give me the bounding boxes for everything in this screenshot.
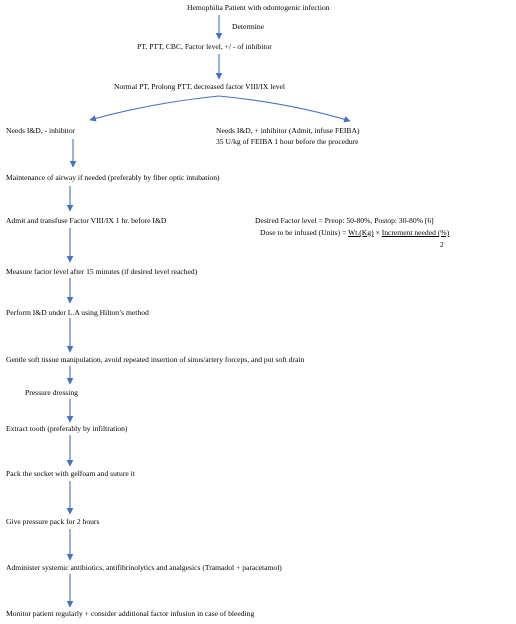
node-monitor: Monitor patient regularly + consider add… bbox=[6, 609, 255, 618]
formula-denominator: 2 bbox=[440, 240, 444, 249]
node-pressure-dressing: Pressure dressing bbox=[25, 388, 78, 397]
node-airway: Maintenance of airway if needed (prefera… bbox=[6, 173, 220, 182]
formula-desired-level: Desired Factor level = Preop: 50-80%, Po… bbox=[255, 216, 434, 225]
formula-dose-prefix: Dose to be infused (Units) = bbox=[260, 228, 349, 237]
node-branch-no-inhibitor: Needs I&D, - inhibitor bbox=[6, 126, 76, 135]
formula-dose-increment: Increment needed (%) bbox=[381, 228, 450, 237]
node-extract: Extract tooth (preferably by infiltratio… bbox=[6, 424, 128, 433]
node-administer: Administer systemic antibiotics, antifib… bbox=[6, 563, 282, 572]
node-result: Normal PT, Prolong PTT, decreased factor… bbox=[114, 82, 286, 91]
arrow-result-to-branch-left bbox=[89, 95, 220, 122]
node-perform: Perform I&D under L.A using Hilton’s met… bbox=[6, 308, 149, 317]
node-measure: Measure factor level after 15 minutes (i… bbox=[6, 267, 198, 276]
node-gentle: Gentle soft tissue manipulation, avoid r… bbox=[6, 355, 305, 364]
node-tests: PT, PTT, CBC, Factor level, +/ - of inhi… bbox=[137, 42, 272, 51]
node-start: Hemophilia Patient with odontogenic infe… bbox=[187, 3, 330, 12]
formula-dose-weight: Wt.(Kg) bbox=[348, 228, 374, 237]
node-pack: Pack the socket with gelfoam and suture … bbox=[6, 469, 135, 478]
node-transfuse: Admit and transfuse Factor VIII/IX 1 hr.… bbox=[6, 216, 167, 225]
formula-dose: Dose to be infused (Units) = Wt.(Kg) × I… bbox=[260, 228, 449, 237]
node-branch-inhibitor-line1: Needs I&D, + inhibitor (Admit, infuse FE… bbox=[216, 126, 360, 135]
label-determine: Determine bbox=[232, 22, 265, 31]
arrow-result-to-branch-right bbox=[218, 95, 351, 123]
node-branch-inhibitor-line2: 35 U/kg of FEIBA 1 hour before the proce… bbox=[216, 137, 359, 146]
formula-dose-times: × bbox=[373, 228, 382, 237]
node-pressure-pack: Give pressure pack for 2 hours bbox=[6, 517, 100, 526]
